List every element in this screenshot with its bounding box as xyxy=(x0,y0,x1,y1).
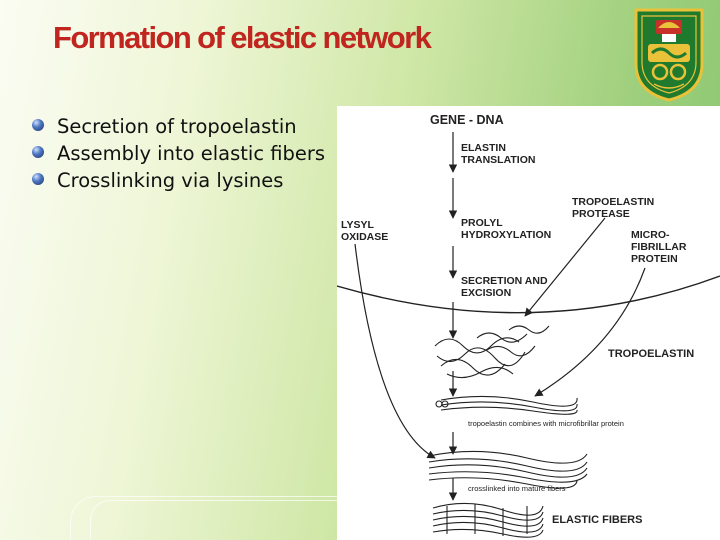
excision-label: EXCISION xyxy=(461,287,511,299)
combines-caption: tropoelastin combines with microfibrilla… xyxy=(468,419,624,428)
tropoelastin-label: TROPOELASTIN xyxy=(608,348,694,360)
elastin-label: ELASTIN xyxy=(461,142,506,154)
microfibril-assembly xyxy=(435,395,578,415)
sphere-bullet-icon xyxy=(32,119,44,131)
university-seal-icon xyxy=(634,8,704,102)
bullet-item: Crosslinking via lysines xyxy=(30,167,330,194)
tropoelastin-protease-label-2: PROTEASE xyxy=(572,208,630,220)
tropoelastin-protease-label-1: TROPOELASTIN xyxy=(572,196,654,208)
hydroxylation-label: HYDROXYLATION xyxy=(461,229,551,241)
prolyl-label: PROLYL xyxy=(461,217,503,229)
micro-label: MICRO- xyxy=(631,229,670,241)
elastic-fibers-label: ELASTIC FIBERS xyxy=(552,514,642,526)
decorative-frame-inner xyxy=(90,500,362,540)
lysyl-label: LYSYL xyxy=(341,219,374,231)
fibrillar-label: FIBRILLAR xyxy=(631,241,687,253)
protein-label: PROTEIN xyxy=(631,253,678,265)
elastin-formation-diagram: GENE - DNA ELASTIN TRANSLATION TROPOELAS… xyxy=(337,106,720,540)
translation-label: TRANSLATION xyxy=(461,154,535,166)
arrow-protease xyxy=(524,217,606,317)
bullet-text: Crosslinking via lysines xyxy=(57,169,284,192)
bullet-item: Assembly into elastic fibers xyxy=(30,140,330,167)
diagram-svg: GENE - DNA ELASTIN TRANSLATION TROPOELAS… xyxy=(337,113,720,538)
arrow-lysyl-oxidase xyxy=(354,243,436,459)
sphere-bullet-icon xyxy=(32,173,44,185)
slide-title: Formation of elastic network xyxy=(53,20,432,55)
mature-elastic-fibers xyxy=(432,502,544,538)
gene-dna-label: GENE - DNA xyxy=(430,113,504,127)
bullet-list: Secretion of tropoelastin Assembly into … xyxy=(30,113,330,194)
fiber-bundle xyxy=(428,450,588,489)
secretion-label: SECRETION AND xyxy=(461,275,548,287)
tropoelastin-molecules xyxy=(434,325,550,379)
sphere-bullet-icon xyxy=(32,146,44,158)
bullet-text: Assembly into elastic fibers xyxy=(57,142,326,165)
bullet-item: Secretion of tropoelastin xyxy=(30,113,330,140)
oxidase-label: OXIDASE xyxy=(341,231,388,243)
crosslinked-caption: crosslinked into mature fibers xyxy=(468,484,566,493)
arrow-microfibrillar xyxy=(534,267,646,397)
bullet-text: Secretion of tropoelastin xyxy=(57,115,297,138)
